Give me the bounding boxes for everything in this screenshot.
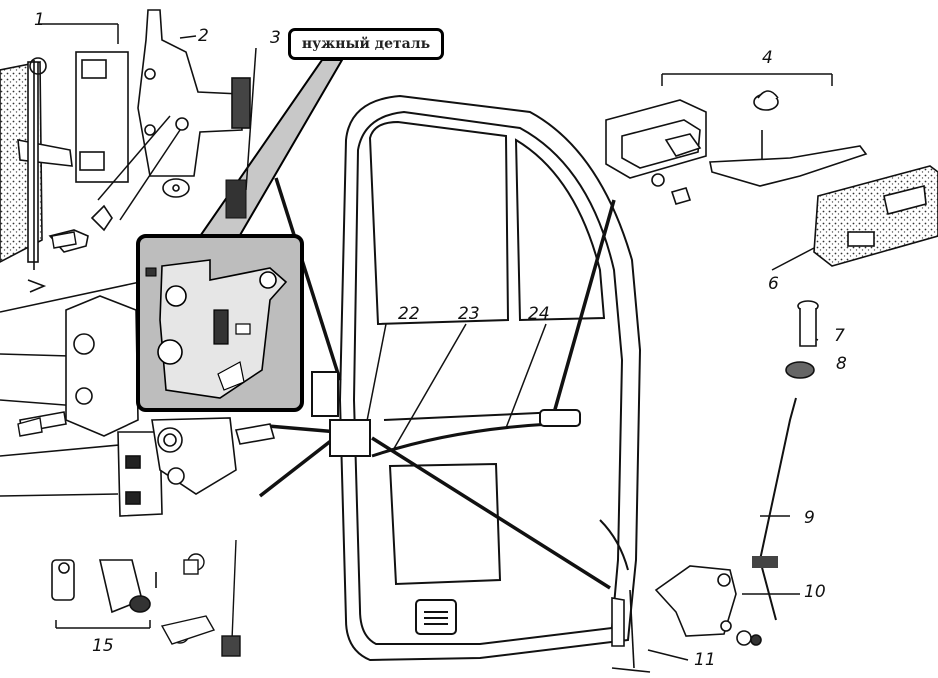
fasteners bbox=[17, 231, 241, 657]
lock-cylinder-part-15 bbox=[51, 559, 157, 614]
assembly-arrows bbox=[258, 177, 616, 590]
part-number-3: 3 bbox=[270, 28, 281, 48]
part-number-10: 10 bbox=[804, 582, 826, 602]
part-number-4: 4 bbox=[762, 48, 773, 68]
part-number-8: 8 bbox=[836, 354, 847, 374]
callout-pointer bbox=[194, 59, 344, 243]
part-number-2: 2 bbox=[198, 26, 209, 46]
striker-part-3 bbox=[225, 179, 247, 219]
rod-part-11 bbox=[611, 589, 651, 673]
part-number-23: 23 bbox=[458, 304, 480, 324]
part-number-9: 9 bbox=[804, 508, 815, 528]
part-number-7: 7 bbox=[834, 326, 845, 346]
rod-part-9 bbox=[758, 397, 797, 621]
leader-lines bbox=[0, 23, 833, 661]
part-number-15: 15 bbox=[92, 636, 114, 656]
inner-handle-part-6 bbox=[813, 165, 938, 267]
rod-clip bbox=[752, 556, 778, 568]
bracket-part-2 bbox=[90, 9, 251, 232]
door-outline bbox=[311, 94, 642, 662]
callout-box: нужный деталь bbox=[288, 28, 444, 60]
part-number-24: 24 bbox=[528, 304, 550, 324]
part-number-11: 11 bbox=[694, 650, 716, 670]
part-number-22: 22 bbox=[398, 304, 420, 324]
lock-body bbox=[19, 295, 276, 517]
lock-assembly-part-1 bbox=[0, 51, 129, 293]
outside-handle-part-4 bbox=[605, 90, 868, 205]
lock-button-part-7-8 bbox=[785, 300, 819, 379]
part-number-6: 6 bbox=[768, 274, 779, 294]
callout-text: нужный деталь bbox=[301, 36, 431, 52]
bracket-part-10 bbox=[654, 565, 762, 646]
part-number-1: 1 bbox=[34, 10, 45, 30]
highlighted-detail-box bbox=[136, 234, 304, 412]
